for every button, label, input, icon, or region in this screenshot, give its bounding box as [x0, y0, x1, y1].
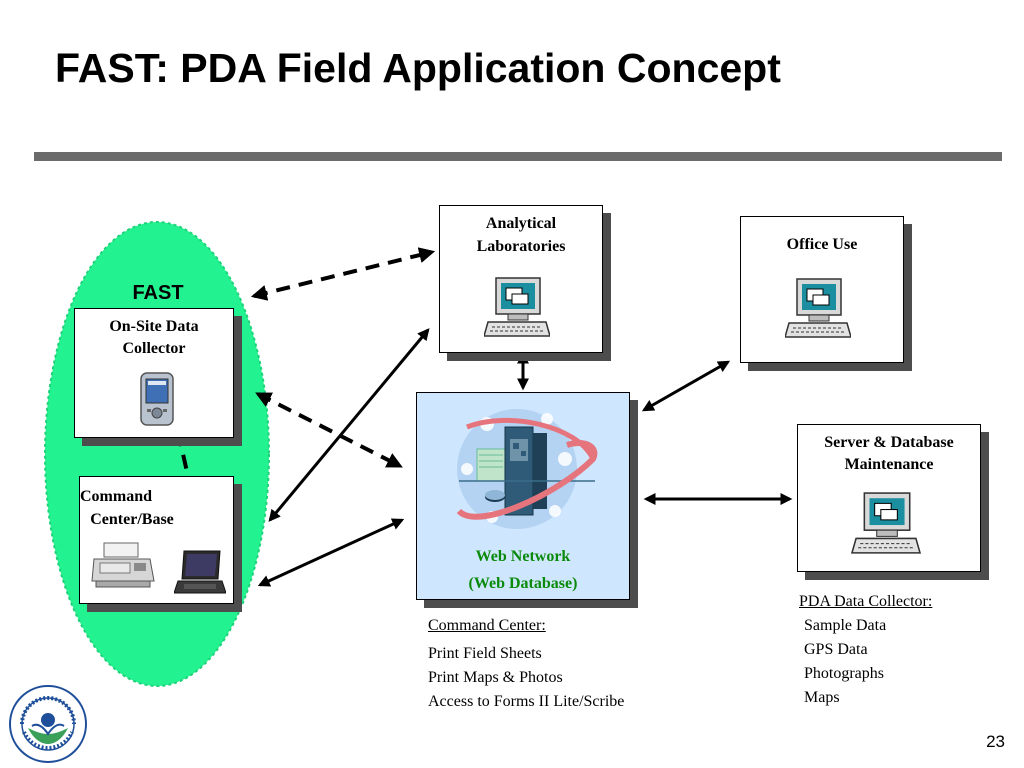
web-network-line2: (Web Database) [468, 575, 578, 592]
command-center-box: Command Center/Base [79, 476, 234, 604]
onsite-collector-line2: Collector [122, 340, 186, 357]
pda-collector-note-item: Photographs [804, 665, 884, 682]
command-center-notes: Command Center: Print Field Sheets Print… [428, 614, 728, 714]
server-maintenance-line2: Maintenance [844, 456, 934, 473]
command-center-note-item: Print Maps & Photos [428, 669, 563, 686]
pda-icon [140, 372, 174, 426]
command-center-note-item: Access to Forms II Lite/Scribe [428, 693, 625, 710]
analytical-labs-line2: Laboratories [476, 238, 566, 255]
onsite-collector-box: On-Site Data Collector [74, 308, 234, 438]
connector-command-labs [268, 328, 430, 522]
pda-collector-note-item: GPS Data [804, 641, 868, 658]
office-use-label: Office Use [786, 236, 858, 253]
web-network-box: Web Network (Web Database) [416, 392, 630, 600]
pda-collector-note-item: Sample Data [804, 617, 887, 634]
command-center-notes-heading: Command Center: [428, 617, 546, 634]
epa-logo [9, 685, 87, 763]
fast-label: FAST [132, 282, 184, 304]
analytical-labs-box: Analytical Laboratories [439, 205, 603, 353]
title-divider [34, 152, 1002, 161]
connector-command-web [257, 518, 405, 587]
globe-network-icon [456, 409, 598, 529]
command-center-line2: Center/Base [90, 511, 174, 528]
connector-onsite-web [255, 392, 403, 468]
computer-icon [785, 278, 851, 338]
onsite-collector-line1: On-Site Data [109, 318, 199, 335]
web-network-line1: Web Network [475, 548, 571, 565]
printer-icon [91, 542, 155, 588]
page-number: 23 [986, 732, 1005, 751]
connector-fast-labs [250, 247, 436, 301]
computer-icon [850, 492, 922, 554]
pda-collector-notes: PDA Data Collector: Sample Data GPS Data… [799, 590, 999, 710]
slide-title: FAST: PDA Field Application Concept [55, 45, 781, 91]
command-center-line1: Command [79, 488, 152, 505]
server-maintenance-box: Server & Database Maintenance [797, 424, 981, 572]
connector-web-office [641, 360, 731, 412]
analytical-labs-line1: Analytical [485, 215, 557, 232]
server-maintenance-line1: Server & Database [824, 434, 954, 451]
pda-collector-note-item: Maps [804, 689, 840, 706]
pda-collector-notes-heading: PDA Data Collector: [799, 593, 933, 610]
command-center-note-item: Print Field Sheets [428, 645, 542, 662]
laptop-icon [174, 550, 226, 594]
computer-icon [484, 277, 550, 337]
office-use-box: Office Use [740, 216, 904, 363]
